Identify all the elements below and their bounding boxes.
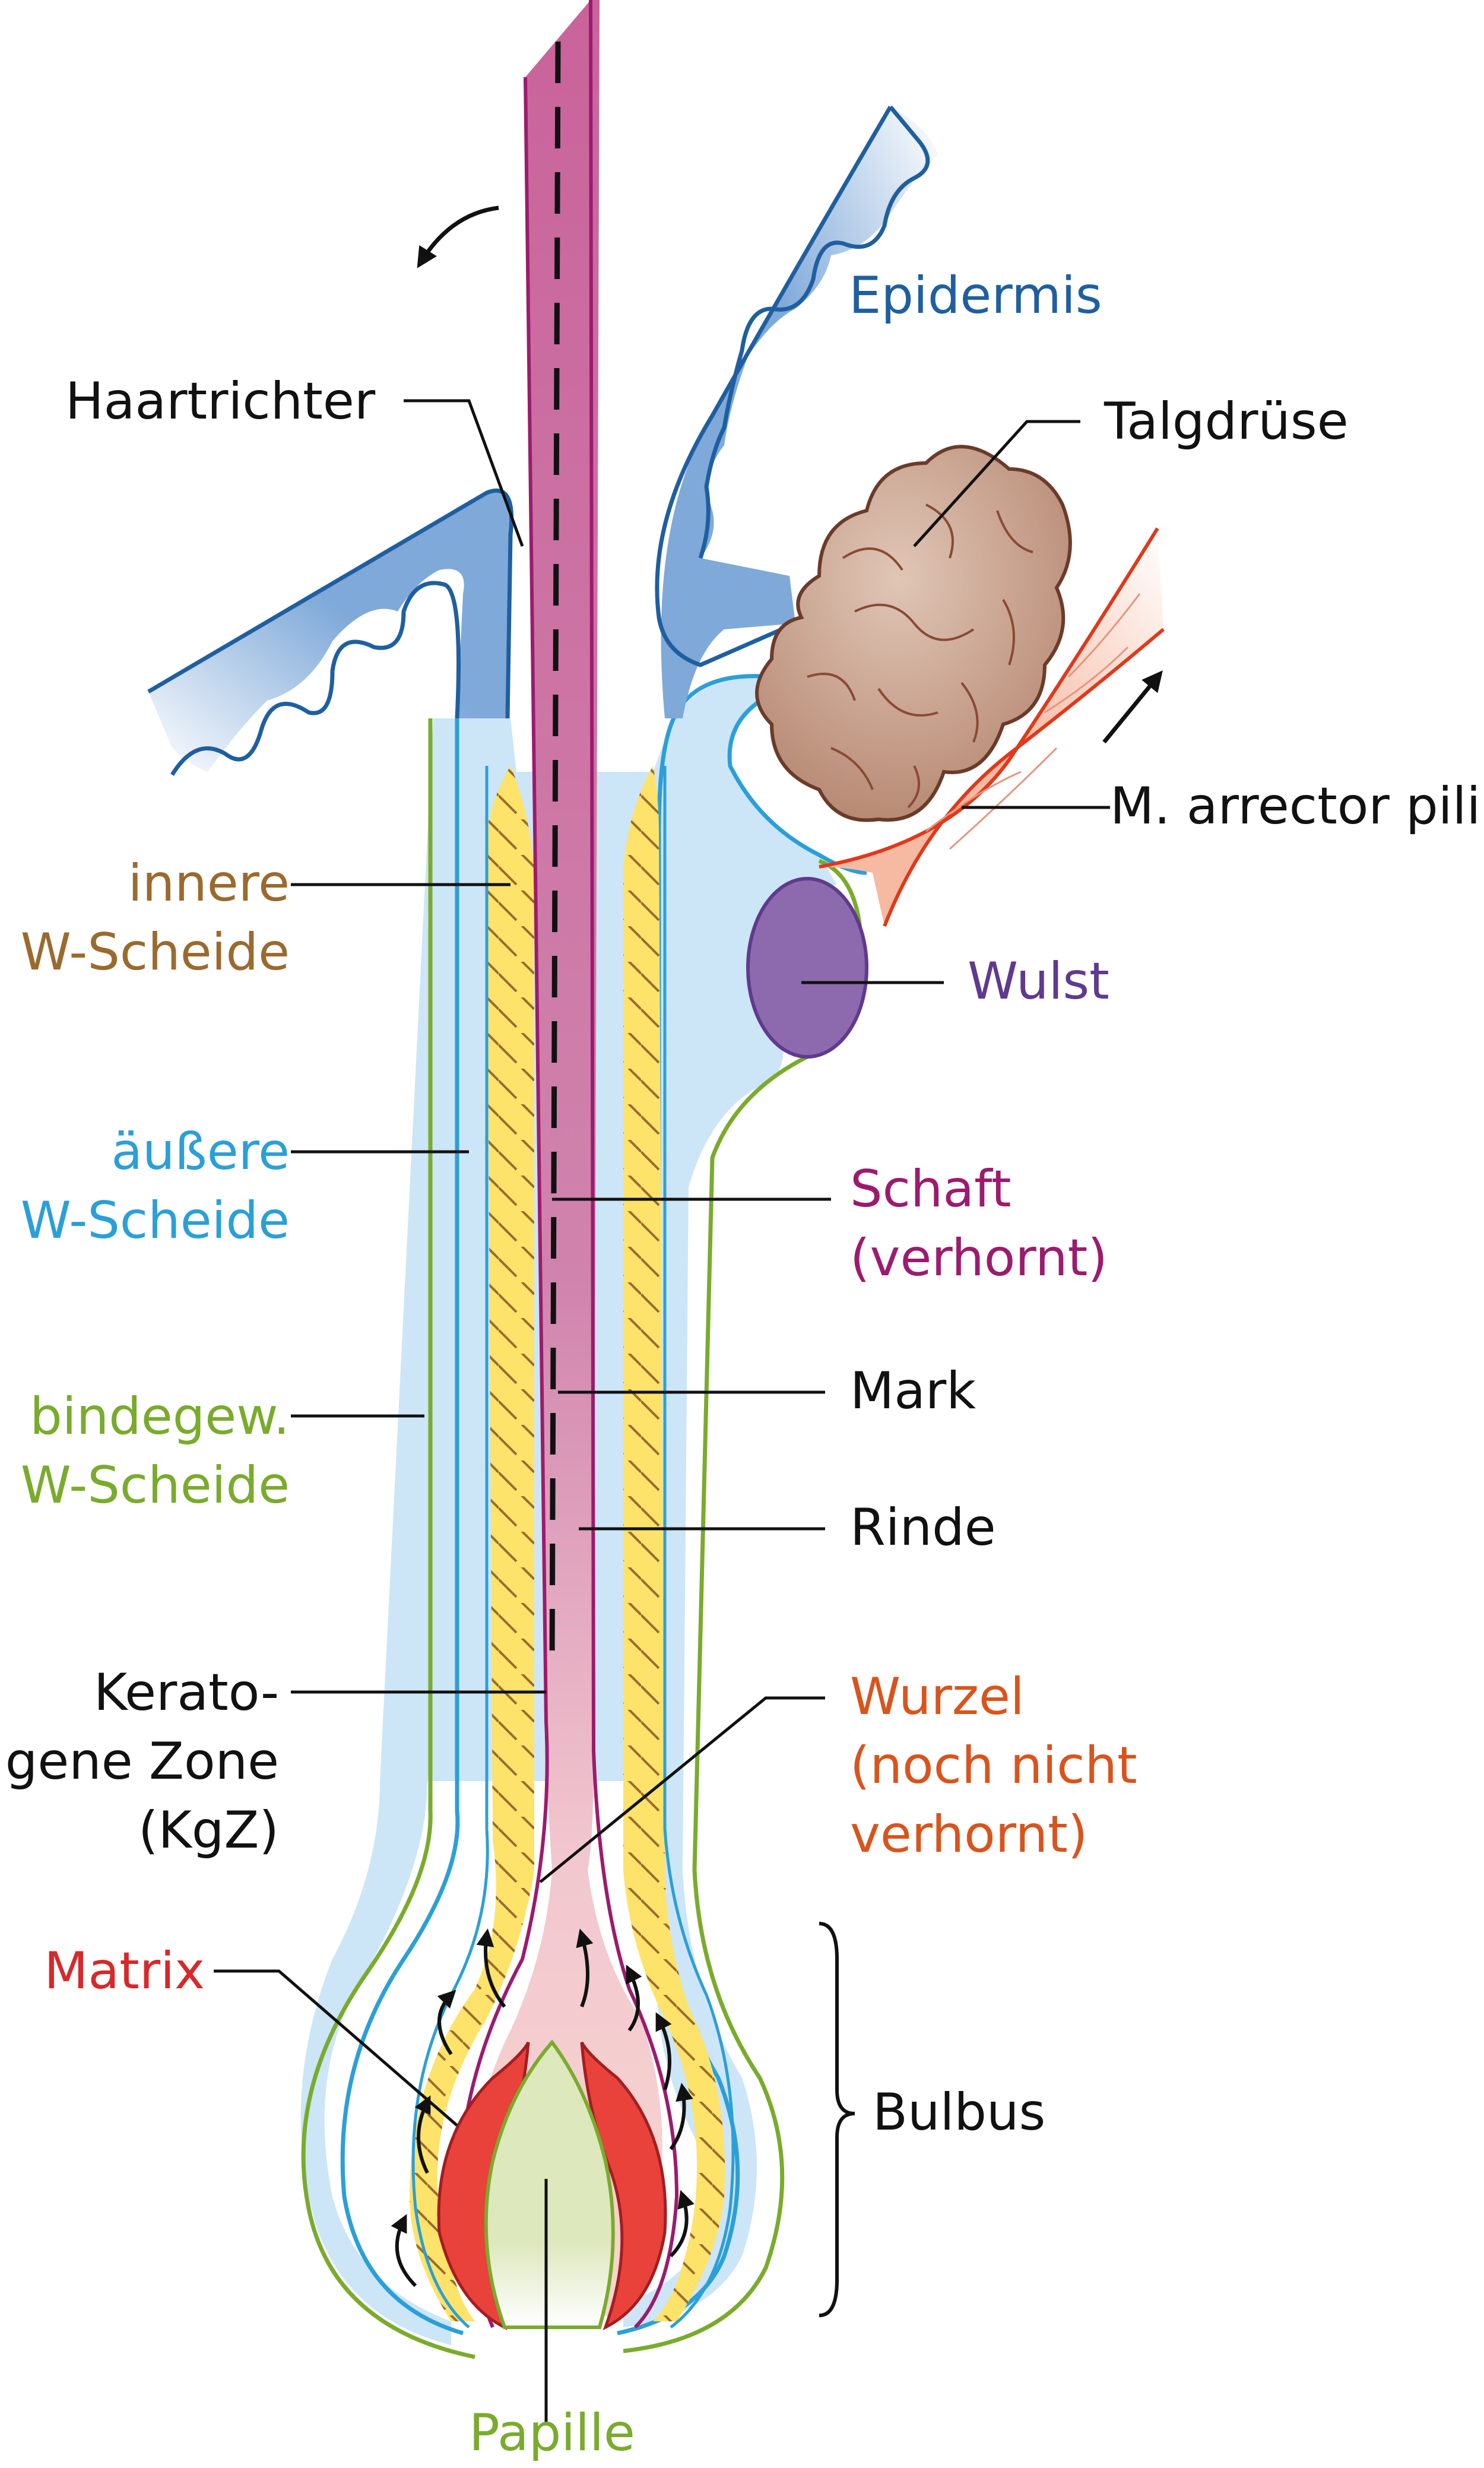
medulla-line — [549, 41, 561, 1675]
epidermis-left-edge — [147, 488, 514, 719]
label-rinde: Rinde — [850, 1498, 996, 1557]
label-arrector-pili: M. arrector pili — [1110, 777, 1481, 836]
arrector-pili-lower-edge — [883, 628, 1165, 927]
epidermis-left — [148, 490, 512, 772]
bulbus-bracket — [819, 1922, 855, 2317]
label-inner-root-sheath: innere W-Scheide — [20, 854, 290, 982]
label-matrix: Matrix — [44, 1941, 205, 2001]
epidermis-right — [661, 107, 938, 718]
label-talgdruese: Talgdrüse — [1104, 392, 1349, 451]
label-wurzel: Wurzel (noch nicht verhornt) — [850, 1667, 1137, 1864]
epidermis-left-waves — [170, 581, 461, 776]
label-connective-sheath: bindegew. W-Scheide — [20, 1387, 290, 1515]
label-papille: Papille — [469, 2403, 635, 2463]
leader-lines — [214, 399, 1110, 2422]
epidermis-right-edge — [655, 106, 893, 667]
outer-sheath-left-line — [340, 718, 464, 2336]
label-haartrichter: Haartrichter — [65, 372, 376, 431]
growth-arrows — [391, 1928, 695, 2288]
label-epidermis: Epidermis — [849, 266, 1102, 325]
sebaceous-gland — [755, 445, 1072, 822]
label-bulbus: Bulbus — [873, 2083, 1046, 2142]
inner-sheath-right-border — [663, 766, 735, 2328]
label-schaft: Schaft (verhornt) — [850, 1159, 1108, 1288]
arrector-pili-upper-edge — [819, 527, 1159, 869]
hair-shaft — [473, 0, 662, 2321]
label-wulst: Wulst — [968, 952, 1109, 1011]
inner-sheath-left-border — [411, 766, 489, 2328]
epidermis-right-waves — [698, 105, 930, 559]
papilla — [484, 2039, 615, 2329]
hair-exit-arrow — [417, 205, 499, 268]
hair-shaft-right-edge — [589, 0, 679, 2329]
muscle-pull-arrow — [1102, 670, 1163, 744]
inner-root-sheath-right — [623, 766, 725, 2321]
bulge-region — [746, 877, 868, 1059]
label-keratogenic-zone: Kerato- gene Zone (KgZ) — [5, 1663, 279, 1860]
label-mark: Mark — [850, 1361, 976, 1421]
label-outer-root-sheath: äußere W-Scheide — [20, 1122, 290, 1250]
connective-sheath-left — [301, 718, 475, 2359]
sebaceous-gland-texture — [807, 503, 1033, 809]
arrector-pili-fibers — [925, 593, 1141, 850]
inner-root-sheath-left — [410, 766, 534, 2321]
